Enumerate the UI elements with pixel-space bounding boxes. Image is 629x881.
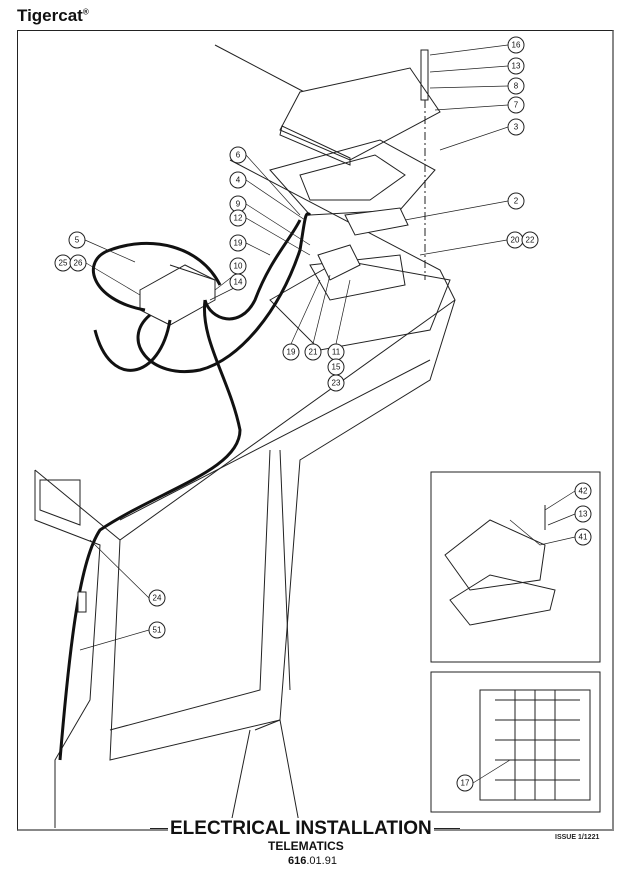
callout-22: 22	[521, 231, 539, 249]
svg-text:19: 19	[287, 348, 296, 357]
callout-4: 4	[229, 171, 247, 189]
callout-14: 14	[229, 273, 247, 291]
brand-logo: Tigercat®	[17, 6, 89, 26]
svg-text:11: 11	[332, 348, 341, 357]
svg-text:23: 23	[332, 379, 341, 388]
code-rest: .01.91	[306, 855, 337, 867]
callout-12: 12	[229, 209, 247, 227]
svg-text:26: 26	[74, 259, 83, 268]
svg-text:13: 13	[579, 510, 588, 519]
svg-text:13: 13	[512, 62, 521, 71]
svg-text:9: 9	[236, 200, 241, 209]
svg-text:8: 8	[514, 82, 519, 91]
callout-markers: 16 13 8 7 3 2 20 22 6 4 9 12 19 10 14 5 …	[54, 36, 592, 792]
callout-15: 15	[327, 358, 345, 376]
callout-7: 7	[507, 96, 525, 114]
brand-name: Tigercat	[17, 6, 83, 25]
callout-23: 23	[327, 374, 345, 392]
callout-6: 6	[229, 146, 247, 164]
callout-11: 11	[327, 343, 345, 361]
svg-text:21: 21	[309, 348, 318, 357]
callout-26: 26	[69, 254, 87, 272]
callout-8: 8	[507, 77, 525, 95]
svg-text:4: 4	[236, 176, 241, 185]
svg-text:6: 6	[236, 151, 241, 160]
callout-5: 5	[68, 231, 86, 249]
svg-text:24: 24	[153, 594, 162, 603]
svg-text:5: 5	[75, 236, 80, 245]
page-title: ELECTRICAL INSTALLATION	[168, 818, 434, 840]
page-subtitle: TELEMATICS	[268, 839, 344, 853]
callout-41: 41	[574, 528, 592, 546]
callout-42: 42	[574, 482, 592, 500]
callout-21: 21	[304, 343, 322, 361]
svg-text:3: 3	[514, 123, 519, 132]
svg-text:20: 20	[511, 236, 520, 245]
callout-20: 20	[506, 231, 524, 249]
page-code: 616.01.91	[288, 855, 337, 867]
svg-text:41: 41	[579, 533, 588, 542]
callout-13: 13	[507, 57, 525, 75]
callout-3: 3	[507, 118, 525, 136]
svg-text:10: 10	[234, 262, 243, 271]
svg-text:17: 17	[461, 779, 470, 788]
svg-text:14: 14	[234, 278, 243, 287]
svg-text:42: 42	[579, 487, 588, 496]
svg-text:12: 12	[234, 214, 243, 223]
svg-text:22: 22	[526, 236, 535, 245]
svg-text:2: 2	[514, 197, 519, 206]
code-section: 616	[288, 855, 307, 867]
callout-13-inset: 13	[574, 505, 592, 523]
svg-text:51: 51	[153, 626, 162, 635]
callout-2: 2	[507, 192, 525, 210]
callout-16: 16	[507, 36, 525, 54]
callout-25: 25	[54, 254, 72, 272]
callout-10: 10	[229, 257, 247, 275]
svg-text:15: 15	[332, 363, 341, 372]
svg-text:25: 25	[59, 259, 68, 268]
callout-19: 19	[229, 234, 247, 252]
svg-text:19: 19	[234, 239, 243, 248]
svg-text:16: 16	[512, 41, 521, 50]
svg-text:7: 7	[514, 101, 519, 110]
callout-17: 17	[456, 774, 474, 792]
callout-24: 24	[148, 589, 166, 607]
callout-51: 51	[148, 621, 166, 639]
callout-19-lower: 19	[282, 343, 300, 361]
issue-label: ISSUE 1/1221	[555, 834, 600, 841]
registered-mark: ®	[82, 7, 89, 17]
